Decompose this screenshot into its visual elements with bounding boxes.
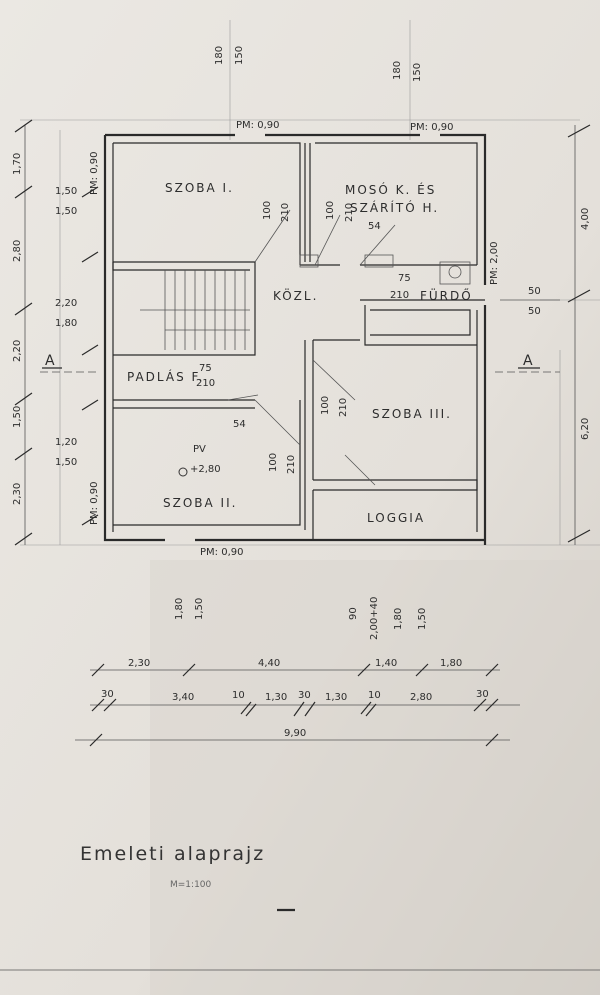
left-dim-1: 1,70	[12, 153, 23, 175]
left-inner-dim-3b: 1,50	[55, 457, 77, 468]
right-dimension-chain	[500, 124, 591, 545]
section-line-a	[40, 367, 560, 373]
room-label-kozl: KÖZL.	[273, 287, 318, 303]
bottom-row1-dim-1: 2,30	[128, 658, 150, 669]
pm-right: PM: 2,00	[489, 242, 500, 285]
door-height-c: 100	[320, 396, 331, 415]
door-width-b: 210	[344, 203, 355, 222]
bottom-vert-dim-6: 1,50	[417, 608, 428, 630]
bottom-row2-dim-1: 30	[101, 689, 114, 700]
left-dimension-chain	[14, 119, 99, 546]
interior-walls	[112, 143, 485, 540]
door-75-padlas: 75	[199, 363, 212, 374]
window-sill-left: 150	[234, 46, 245, 65]
pm-bottom: PM: 0,90	[200, 547, 243, 558]
left-inner-dim-2b: 1,80	[55, 318, 77, 329]
bottom-row2-dim-5: 30	[298, 690, 311, 701]
bottom-row2-dim-6: 1,30	[325, 692, 347, 703]
room-label-furdo: FÜRDŐ	[420, 287, 473, 303]
door-width-c: 210	[338, 398, 349, 417]
bottom-row2-dim-8: 2,80	[410, 692, 432, 703]
bottom-row1-dim-4: 1,80	[440, 658, 462, 669]
outer-walls	[103, 133, 487, 545]
room-label-szoba-1: SZOBA I.	[165, 181, 234, 195]
left-dim-3: 2,20	[12, 340, 23, 362]
room-label-szoba-3: SZOBA III.	[372, 407, 452, 421]
left-inner-dim-2a: 2,20	[55, 298, 77, 309]
door-210-furdo: 210	[390, 290, 409, 301]
bottom-row1-dim-3: 1,40	[375, 658, 397, 669]
left-inner-dim-1a: 1,50	[55, 186, 77, 197]
bottom-row2-dim-4: 1,30	[265, 692, 287, 703]
door-width-a: 210	[280, 203, 291, 222]
staircase	[140, 270, 250, 350]
left-dim-5: 2,30	[12, 483, 23, 505]
pm-left-top: PM: 0,90	[89, 152, 100, 195]
left-inner-dim-3a: 1,20	[55, 437, 77, 448]
drawing-title: Emeleti alaprajz	[80, 843, 265, 865]
window-height-left: 180	[214, 46, 225, 65]
right-dim-outer-bottom: 6,20	[580, 418, 591, 440]
door-54-top: 54	[368, 221, 381, 232]
bottom-vert-dim-3: 90	[348, 607, 359, 620]
room-label-moso-line1: MOSÓ K. ÉS	[345, 182, 436, 197]
right-dim-inner-top: 50	[528, 286, 541, 297]
left-dim-2: 2,80	[12, 240, 23, 262]
left-dim-4: 1,50	[12, 406, 23, 428]
bottom-row1-dim-2: 4,40	[258, 658, 280, 669]
door-height-d: 100	[268, 453, 279, 472]
pm-top-left: PM: 0,90	[236, 120, 279, 131]
door-210-padlas: 210	[196, 378, 215, 389]
bottom-vert-dim-2: 1,50	[194, 598, 205, 620]
section-marker-left: A	[45, 353, 55, 369]
room-label-loggia: LOGGIA	[367, 511, 425, 525]
pv-label: PV	[193, 444, 206, 455]
pm-left-bottom: PM: 0,90	[89, 482, 100, 525]
window-height-right: 180	[392, 61, 403, 80]
right-dim-inner-bottom: 50	[528, 306, 541, 317]
door-width-d: 210	[286, 455, 297, 474]
bottom-dimension-lines	[75, 663, 520, 747]
paper-shadow	[150, 560, 600, 995]
door-height-a: 100	[262, 201, 273, 220]
bottom-vert-dim-4: 2,00+40	[369, 597, 380, 640]
right-dim-outer-top: 4,00	[580, 208, 591, 230]
reference-lines	[20, 20, 600, 546]
section-marker-right: A	[523, 353, 533, 369]
left-inner-dim-1b: 1,50	[55, 206, 77, 217]
pm-top-right: PM: 0,90	[410, 122, 453, 133]
window-sill-right: 150	[412, 63, 423, 82]
level-marker-icon	[178, 467, 188, 477]
bottom-vert-dim-5: 1,80	[393, 608, 404, 630]
room-label-moso-line2: SZÁRÍTÓ H.	[350, 200, 439, 215]
bathroom-fixtures	[299, 254, 471, 285]
door-swings	[227, 209, 396, 486]
room-label-szoba-2: SZOBA II.	[163, 496, 237, 510]
bottom-row2-dim-3: 10	[232, 690, 245, 701]
door-54-bottom: 54	[233, 419, 246, 430]
drawing-scale: M=1:100	[170, 880, 212, 890]
room-label-padlas: PADLÁS F.	[127, 369, 204, 384]
bottom-total-dim: 9,90	[284, 728, 306, 739]
bottom-row2-dim-2: 3,40	[172, 692, 194, 703]
door-height-b: 100	[325, 201, 336, 220]
bottom-vert-dim-1: 1,80	[174, 598, 185, 620]
bottom-row2-dim-7: 10	[368, 690, 381, 701]
door-75-furdo: 75	[398, 273, 411, 284]
pv-value: +2,80	[190, 464, 221, 475]
bottom-row2-dim-9: 30	[476, 689, 489, 700]
